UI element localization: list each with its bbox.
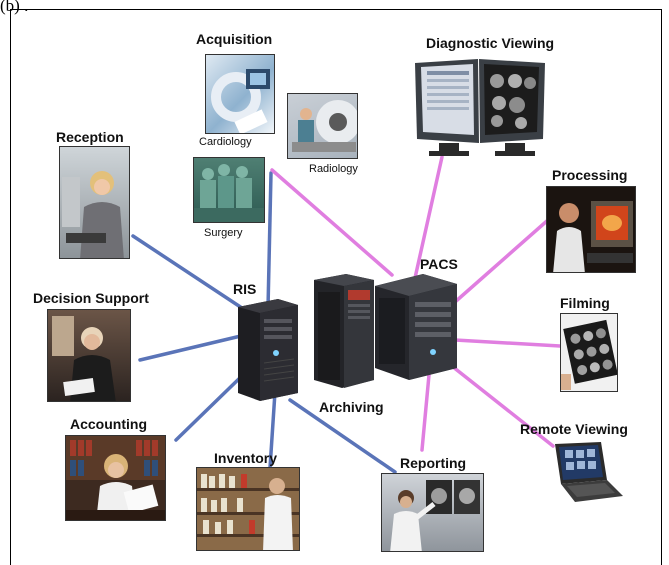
diagnostic-viewing-photo [413,55,548,163]
link-ris-reporting [288,398,397,474]
link-ris-surgery [266,171,273,310]
filming-label: Filming [560,295,610,311]
link-ris-accounting [174,370,248,442]
remote-viewing-label: Remote Viewing [520,421,628,437]
link-ris-inventory [268,390,277,470]
archiving-label: Archiving [319,399,384,415]
filming-photo [560,313,618,392]
ris-server-icon [236,297,300,401]
diagnostic-viewing-label: Diagnostic Viewing [426,35,555,51]
accounting-photo [65,435,166,521]
decision-support-photo [47,309,131,402]
link-pacs-filming [453,338,562,348]
radiology-photo [287,93,358,159]
link-ris-decision [138,333,247,362]
cardiology-label: Cardiology [199,136,252,148]
reception-label: Reception [56,129,124,145]
link-pacs-diagnostic [413,155,444,280]
radiology-label: Radiology [309,163,358,175]
reporting-label: Reporting [400,455,467,471]
surgery-photo [193,157,265,223]
figure-prefix: (b) . [0,0,29,15]
remote-viewing-photo [551,440,624,504]
link-pacs-remote [446,361,555,448]
inventory-label: Inventory [214,450,278,466]
link-ris-reception [131,234,247,312]
surgery-label: Surgery [204,227,243,239]
processing-label: Processing [552,167,628,183]
figure-frame [10,9,662,565]
acquisition-label: Acquisition [196,31,273,47]
pacs-server-icon [373,272,459,382]
reporting-photo [381,473,484,552]
reception-photo [59,146,130,259]
ris-label: RIS [233,281,257,297]
pacs-label: PACS [420,256,458,272]
link-pacs-processing [453,218,550,304]
link-pacs-radiology [270,168,394,277]
decision-support-label: Decision Support [33,290,149,306]
cardiology-photo [205,54,275,134]
archiving-server-icon [310,272,376,390]
inventory-photo [196,467,300,551]
link-pacs-reporting [420,373,431,452]
accounting-label: Accounting [70,416,147,432]
processing-photo [546,186,636,273]
